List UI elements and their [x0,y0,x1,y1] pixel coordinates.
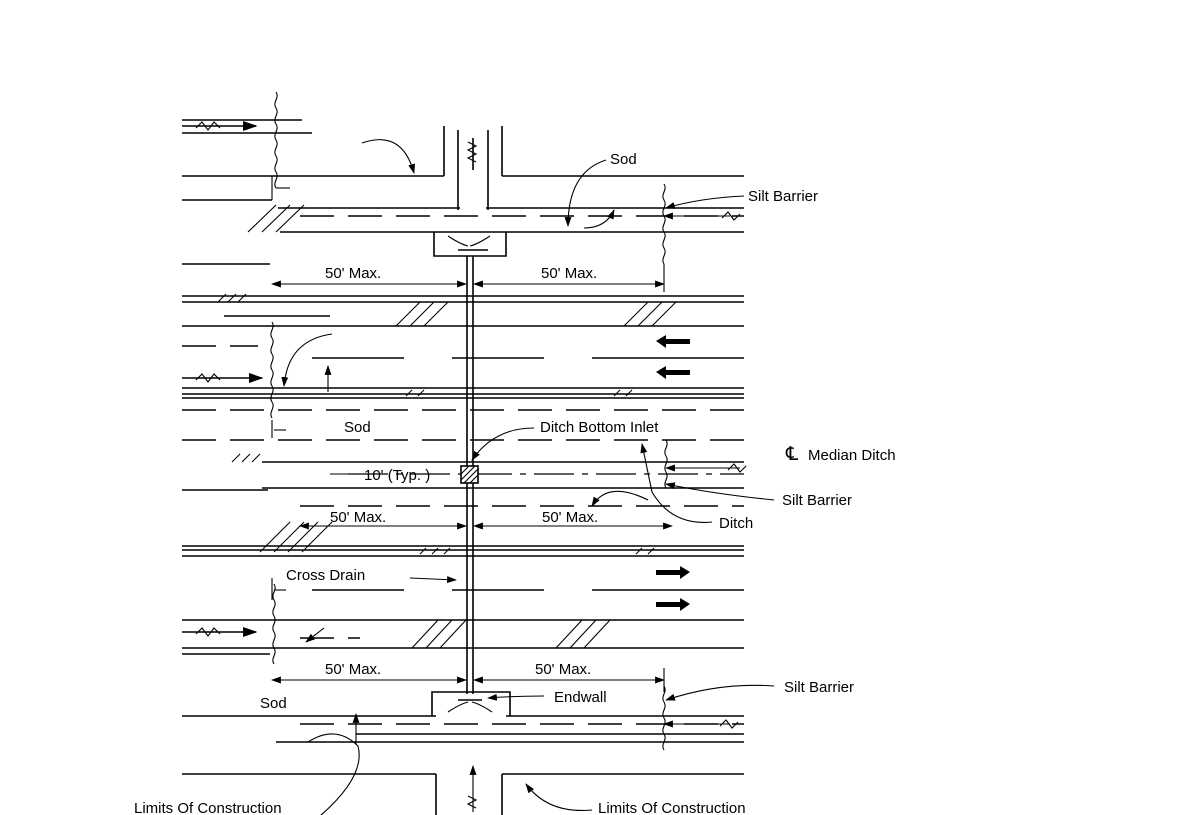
top-hatch [247,204,305,233]
bottom-endwall [431,691,511,716]
upper-roadway [182,295,744,411]
top-roadway-lines [182,119,744,265]
label-silt-barrier-top: Silt Barrier [748,188,818,205]
upper-hatches [217,293,677,397]
leader-lines [307,159,775,815]
upper-traffic-arrows [656,335,690,379]
upper-left-flow [182,333,333,392]
centerline-symbol: ℄ [785,444,799,465]
label-ditch: Ditch [719,515,753,532]
bottom-right-wave [719,719,739,729]
median-lines [182,439,744,507]
top-right-wave [721,211,741,221]
label-typ-spacing: 10' (Typ. ) [364,467,430,484]
label-ditch-bottom-inlet: Ditch Bottom Inlet [540,419,659,436]
label-median-ditch: Median Ditch [808,447,896,464]
label-max-bot-right: 50' Max. [535,661,591,678]
label-endwall: Endwall [554,689,607,706]
label-silt-barrier-mid: Silt Barrier [782,492,852,509]
label-limits-right: Limits Of Construction [598,800,746,815]
label-max-top-right: 50' Max. [541,265,597,282]
label-sod-bot: Sod [260,695,287,712]
lower-traffic-arrows [656,566,690,611]
top-endwall [433,138,507,257]
label-max-bot-left: 50' Max. [325,661,381,678]
label-sod-mid: Sod [344,419,371,436]
label-cross-drain: Cross Drain [286,567,365,584]
top-flow-arrow-left [182,120,258,132]
label-max-mid-left: 50' Max. [330,509,386,526]
dimension-lines [271,176,673,692]
lower-left-flow [182,626,325,643]
label-max-mid-right: 50' Max. [542,509,598,526]
label-max-top-left: 50' Max. [325,265,381,282]
lower-roadway [182,545,744,655]
lower-hatches [259,521,655,649]
label-silt-barrier-bot: Silt Barrier [784,679,854,696]
ditch-bottom-inlet [460,465,479,484]
top-turn-arrow [361,139,415,174]
label-sod-top: Sod [610,151,637,168]
label-limits-left: Limits Of Construction [134,800,282,815]
silt-barrier-squiggles [270,91,668,751]
